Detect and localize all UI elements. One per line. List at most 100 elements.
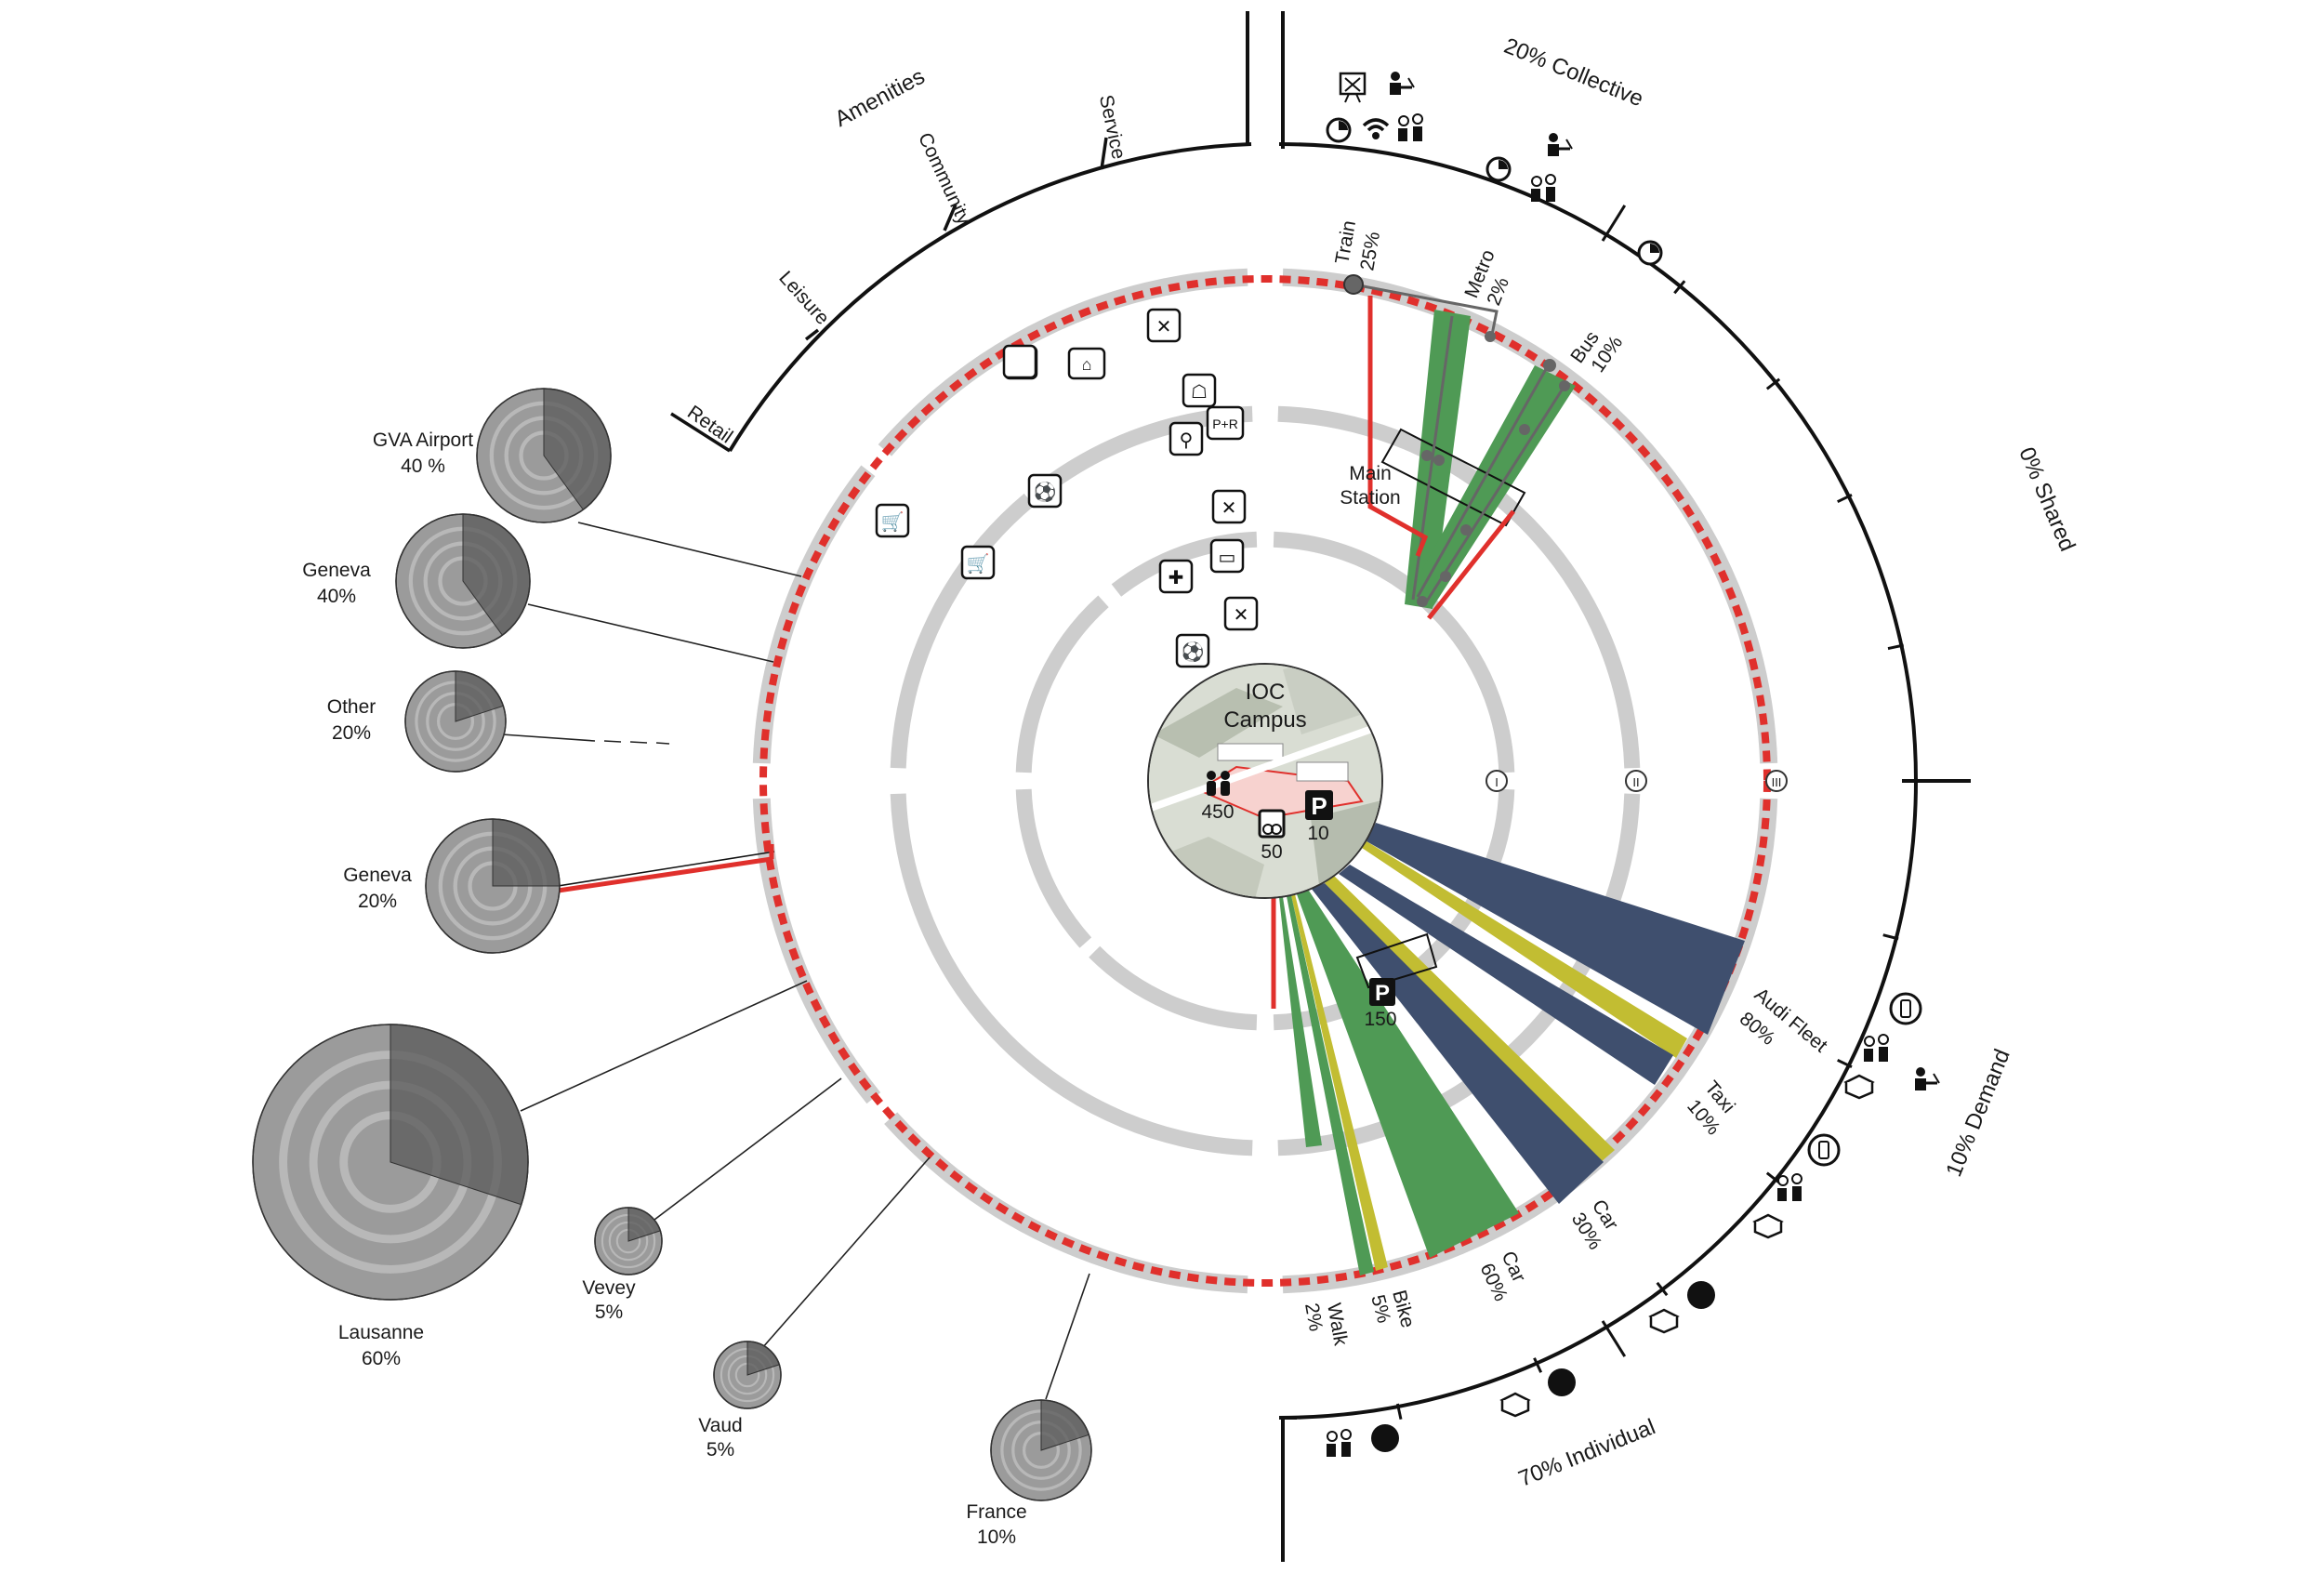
origin-geneva40-share: 40% bbox=[317, 586, 356, 607]
bike-yellow-wedge bbox=[1291, 894, 1388, 1271]
top-divider bbox=[1246, 11, 1971, 1562]
amenity-service: Service bbox=[1095, 93, 1129, 161]
origin-geneva40-name: Geneva bbox=[302, 560, 371, 581]
circle-clock-icon bbox=[1326, 117, 1352, 143]
svg-text:⌂: ⌂ bbox=[1082, 355, 1092, 374]
train-label: Train bbox=[1331, 219, 1360, 266]
origin-vevey-name: Vevey bbox=[582, 1277, 636, 1299]
origin-circle-other bbox=[404, 670, 507, 773]
outer-tick bbox=[1882, 933, 1899, 941]
dot-icon bbox=[1548, 1368, 1576, 1396]
taxi-yellow-wedge bbox=[1362, 841, 1687, 1058]
outer-tick bbox=[1656, 1281, 1669, 1297]
origin-france-name: France bbox=[966, 1501, 1026, 1523]
taxi-wedge bbox=[1339, 865, 1673, 1085]
ring-markers: I II III bbox=[1486, 770, 1788, 792]
car30-yellow-wedge bbox=[1325, 876, 1615, 1162]
origin-circle-lausanne bbox=[252, 1024, 529, 1301]
geneva-route bbox=[526, 844, 775, 904]
segment-divider-tick bbox=[1601, 1320, 1627, 1357]
outer-tick bbox=[1837, 493, 1853, 504]
box-icon bbox=[1843, 1074, 1875, 1100]
transport-wedges bbox=[1279, 310, 1745, 1275]
campus-people-count: 450 bbox=[1201, 801, 1234, 823]
ring-marker-1: I bbox=[1495, 775, 1499, 789]
origin-other-name: Other bbox=[327, 696, 376, 718]
park-ride-icon: P+R bbox=[1206, 405, 1245, 441]
ring-2-segment bbox=[1277, 405, 1641, 769]
svg-text:P+R: P+R bbox=[1212, 416, 1238, 431]
origin-lausanne-share: 60% bbox=[362, 1348, 401, 1369]
amenity-community: Community bbox=[914, 129, 975, 228]
station-box bbox=[1380, 428, 1526, 527]
outer-tick bbox=[1887, 643, 1905, 651]
desk-icon bbox=[1548, 133, 1573, 156]
origin-circle-vaud bbox=[713, 1341, 782, 1409]
circle-clock-icon bbox=[1637, 240, 1663, 266]
dine-icon bbox=[1339, 72, 1367, 103]
walk-label: Walk bbox=[1323, 1302, 1352, 1348]
car30-wedge bbox=[1311, 883, 1604, 1204]
origin-gva-name: GVA Airport bbox=[373, 430, 473, 451]
meet-icon bbox=[1777, 1173, 1802, 1201]
ring-1-segment bbox=[1015, 788, 1092, 948]
bike-wedge bbox=[1287, 895, 1374, 1275]
origin-circle-geneva-40 bbox=[395, 513, 531, 649]
hotel-icon: ▭ bbox=[1209, 538, 1245, 574]
restaurant-icon-2: ✕ bbox=[1211, 489, 1247, 524]
ring-1-segment bbox=[1089, 945, 1258, 1031]
ring-2-segment bbox=[890, 793, 1253, 1156]
station-label-2: Station bbox=[1340, 487, 1400, 509]
shopping-icon: 🛒 bbox=[875, 503, 910, 538]
parking-lot-count: 150 bbox=[1364, 1009, 1396, 1030]
campus-bike-count: 50 bbox=[1261, 841, 1282, 863]
desk-icon bbox=[1390, 72, 1415, 95]
segment-icons bbox=[1326, 72, 1940, 1457]
ring-1-segment bbox=[1015, 595, 1109, 773]
health-icon: ✚ bbox=[1158, 559, 1194, 594]
outer-tick bbox=[1837, 1058, 1853, 1069]
campus-circle: IOC Campus 450 50 P 10 bbox=[1147, 663, 1383, 899]
campus-title-2: Campus bbox=[1223, 707, 1306, 733]
origin-vevey-share: 5% bbox=[595, 1302, 623, 1323]
meeting-icon: ☖ bbox=[1182, 373, 1217, 408]
box-icon bbox=[1752, 1213, 1784, 1239]
amenity-leisure: Leisure bbox=[774, 267, 833, 329]
segment-individual: 70% Individual bbox=[1515, 1414, 1659, 1492]
svg-text:✕: ✕ bbox=[1156, 317, 1172, 337]
campus-parking-count: 10 bbox=[1307, 823, 1328, 844]
origin-lines bbox=[501, 522, 1090, 1400]
ring-2-segment bbox=[1277, 793, 1641, 1156]
phone-icon bbox=[1889, 992, 1922, 1025]
meet-icon bbox=[1398, 113, 1423, 141]
restaurant-icon: ✕ bbox=[1146, 308, 1182, 343]
ring-marker-2: II bbox=[1632, 775, 1639, 789]
origin-other-share: 20% bbox=[332, 722, 371, 744]
svg-text:🛒: 🛒 bbox=[881, 510, 905, 533]
svg-text:P: P bbox=[1375, 981, 1390, 1006]
svg-text:⚽: ⚽ bbox=[1181, 641, 1205, 663]
svg-text:✕: ✕ bbox=[1234, 605, 1249, 626]
segment-divider-tick bbox=[1601, 205, 1627, 242]
segment-collective: 20% Collective bbox=[1500, 33, 1646, 112]
origin-geneva20-name: Geneva bbox=[343, 865, 412, 886]
sport-icon-2: ⚽ bbox=[1175, 633, 1210, 668]
ring-1-segment bbox=[1273, 788, 1515, 1031]
sport-icon: ⚽ bbox=[1027, 473, 1063, 509]
dot-icon bbox=[1371, 1424, 1399, 1452]
origin-france-share: 10% bbox=[977, 1527, 1016, 1548]
bike-parking-icon bbox=[1258, 809, 1286, 839]
origin-vaud-share: 5% bbox=[706, 1439, 734, 1460]
origin-circle-gva-airport bbox=[476, 388, 612, 523]
meet-icon bbox=[1864, 1034, 1889, 1062]
svg-text:🛒: 🛒 bbox=[967, 552, 990, 575]
train-share: 25% bbox=[1356, 230, 1384, 271]
origin-vaud-name: Vaud bbox=[698, 1415, 743, 1436]
outer-ring-ticks bbox=[1395, 205, 1905, 1421]
walk-wedge bbox=[1279, 897, 1322, 1147]
bike-share-icon: ⚲ bbox=[1169, 421, 1204, 456]
amenity-ticks bbox=[670, 137, 1108, 453]
amenity-retail: Retail bbox=[683, 402, 736, 448]
origin-circle-vevey bbox=[594, 1207, 663, 1275]
